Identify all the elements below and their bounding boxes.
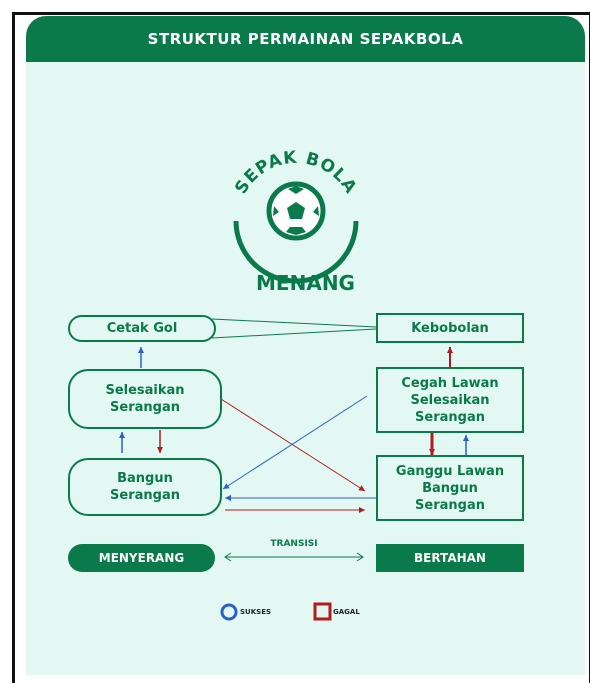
node-disrupt-build: Ganggu Lawan Bangun Serangan: [376, 455, 524, 521]
node-build-attack: Bangun Serangan: [68, 458, 222, 516]
node-build-attack-line1: Bangun: [117, 471, 173, 486]
node-conceded-label: Kebobolan: [411, 320, 489, 336]
node-disrupt-build-line1: Ganggu Lawan: [395, 463, 505, 479]
node-stop-finish-line2: Selesaikan: [410, 392, 490, 408]
node-finish-attack-line2: Serangan: [110, 400, 180, 415]
phase-defend: BERTAHAN: [376, 544, 524, 572]
phase-transition: TRANSISI: [270, 539, 318, 549]
flow-connectors: [119, 318, 469, 562]
node-score-goal: Cetak Gol: [68, 315, 216, 342]
node-conceded: Kebobolan: [376, 313, 524, 343]
node-disrupt-build-line2: Bangun: [422, 480, 478, 496]
node-finish-attack: Selesaikan Serangan: [68, 369, 222, 429]
diagram-panel: STRUKTUR PERMAINAN SEPAKBOLA SEPAK BOLA …: [26, 16, 585, 675]
node-stop-finish-line1: Cegah Lawan: [401, 375, 499, 391]
node-stop-finish: Cegah Lawan Selesaikan Serangan: [376, 367, 524, 433]
legend-fail-label: GAGAL: [333, 608, 360, 616]
legend-success-swatch: [220, 603, 238, 621]
node-build-attack-line2: Serangan: [110, 488, 180, 503]
phase-attack: MENYERANG: [68, 544, 215, 572]
legend-success-label: SUKSES: [240, 608, 272, 616]
page-title: STRUKTUR PERMAINAN SEPAKBOLA: [26, 16, 585, 62]
node-finish-attack-line1: Selesaikan: [105, 383, 185, 398]
legend-fail-swatch: [313, 602, 332, 621]
node-score-goal-label: Cetak Gol: [106, 321, 178, 336]
goal-label: MENANG: [256, 271, 355, 295]
node-stop-finish-line3: Serangan: [415, 409, 485, 425]
soccer-ball-icon: SEPAK BOLA: [231, 148, 360, 284]
legend-swatches: [220, 602, 332, 621]
node-disrupt-build-line3: Serangan: [415, 497, 485, 513]
